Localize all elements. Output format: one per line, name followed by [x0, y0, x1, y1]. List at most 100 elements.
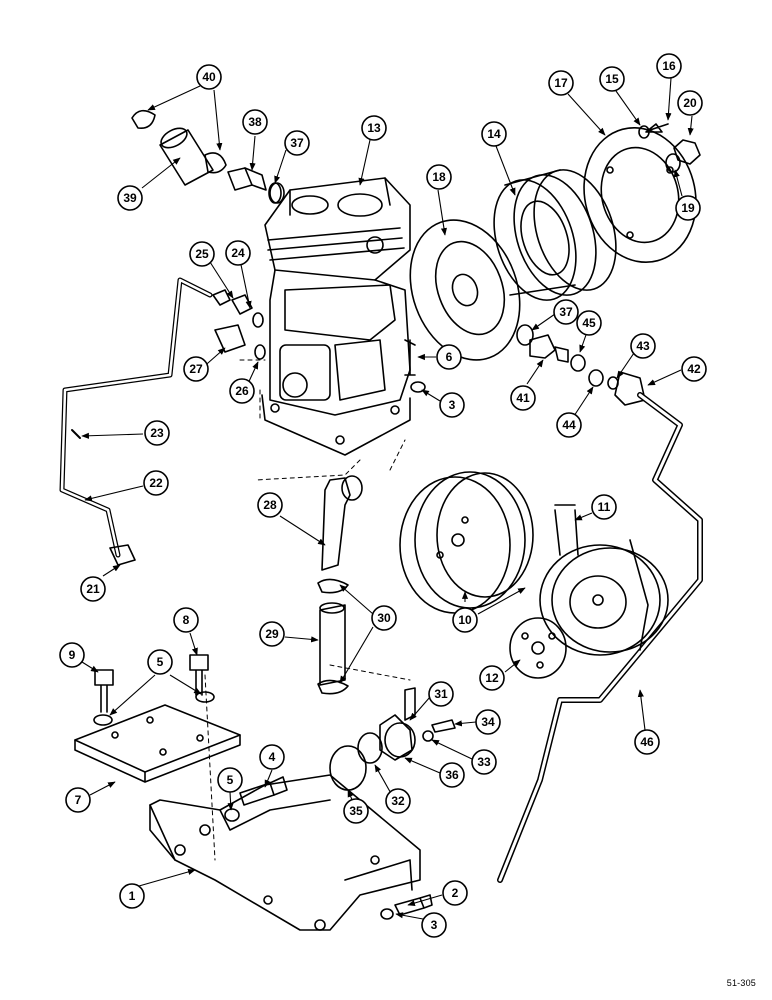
- callout-18: 18: [426, 164, 452, 190]
- svg-text:2: 2: [452, 886, 459, 900]
- svg-text:20: 20: [683, 96, 697, 110]
- callout-44: 44: [556, 412, 582, 438]
- callout-46: 46: [634, 729, 660, 755]
- svg-text:24: 24: [231, 246, 245, 260]
- svg-text:7: 7: [75, 793, 82, 807]
- callout-6: 6: [436, 344, 462, 370]
- callout-7: 7: [65, 787, 91, 813]
- callout-9: 9: [59, 642, 85, 668]
- callout-21: 21: [80, 576, 106, 602]
- callout-8: 8: [173, 607, 199, 633]
- svg-text:3: 3: [449, 398, 456, 412]
- plate-7: [74, 704, 241, 783]
- callout-24: 24: [225, 240, 251, 266]
- svg-text:26: 26: [235, 384, 249, 398]
- callout-41: 41: [510, 385, 536, 411]
- svg-text:5: 5: [157, 655, 164, 669]
- svg-text:45: 45: [582, 316, 596, 330]
- svg-text:23: 23: [150, 426, 164, 440]
- svg-text:12: 12: [485, 671, 499, 685]
- callout-31: 31: [428, 681, 454, 707]
- svg-text:8: 8: [183, 613, 190, 627]
- callouts: 1 2 3 3 4 5 5 6 7 8 9 10 11 12 13 14 15 …: [59, 53, 707, 938]
- callout-37: 37: [284, 130, 310, 156]
- callout-4: 4: [259, 744, 285, 770]
- svg-text:5: 5: [227, 773, 234, 787]
- callout-22: 22: [143, 470, 169, 496]
- svg-text:38: 38: [248, 115, 262, 129]
- svg-text:34: 34: [481, 715, 495, 729]
- callout-40: 40: [196, 64, 222, 90]
- svg-text:17: 17: [554, 76, 568, 90]
- svg-text:29: 29: [265, 627, 279, 641]
- callout-39: 39: [117, 185, 143, 211]
- callout-30: 30: [371, 605, 397, 631]
- callout-20: 20: [677, 90, 703, 116]
- callout-16: 16: [656, 53, 682, 79]
- svg-text:37: 37: [290, 136, 304, 150]
- bolt-16: [645, 123, 669, 133]
- nut-20: [673, 139, 701, 165]
- callout-29: 29: [259, 621, 285, 647]
- callout-25: 25: [189, 241, 215, 267]
- svg-text:9: 9: [69, 648, 76, 662]
- svg-text:15: 15: [605, 72, 619, 86]
- callout-14: 14: [481, 121, 507, 147]
- callout-26: 26: [229, 378, 255, 404]
- svg-text:39: 39: [123, 191, 137, 205]
- plate-17: [583, 126, 697, 264]
- callout-43: 43: [630, 333, 656, 359]
- callout-34: 34: [475, 709, 501, 735]
- callout-32: 32: [385, 788, 411, 814]
- svg-text:25: 25: [195, 247, 209, 261]
- callout-33: 33: [471, 749, 497, 775]
- pulley-14: [493, 169, 617, 301]
- svg-text:46: 46: [640, 735, 654, 749]
- callout-13: 13: [361, 115, 387, 141]
- svg-text:44: 44: [562, 418, 576, 432]
- svg-text:14: 14: [487, 127, 501, 141]
- callout-2: 2: [442, 880, 468, 906]
- svg-text:1: 1: [129, 889, 136, 903]
- svg-text:21: 21: [86, 582, 100, 596]
- svg-text:32: 32: [391, 794, 405, 808]
- callout-17: 17: [548, 70, 574, 96]
- svg-text:11: 11: [598, 500, 611, 514]
- svg-text:3: 3: [431, 918, 438, 932]
- svg-text:28: 28: [263, 498, 277, 512]
- callout-1: 1: [119, 883, 145, 909]
- pulley-10-lower: [539, 544, 669, 656]
- callout-10: 10: [452, 607, 478, 633]
- clamp-40: [131, 109, 227, 174]
- callout-45: 45: [576, 310, 602, 336]
- svg-text:6: 6: [446, 350, 453, 364]
- svg-text:37: 37: [559, 305, 573, 319]
- callout-36: 36: [439, 762, 465, 788]
- svg-text:30: 30: [377, 611, 391, 625]
- compressor-body: [261, 177, 411, 456]
- svg-text:36: 36: [445, 768, 459, 782]
- callout-42: 42: [681, 356, 707, 382]
- svg-text:33: 33: [477, 755, 491, 769]
- pulley-18: [409, 219, 521, 361]
- svg-text:13: 13: [367, 121, 381, 135]
- callout-23: 23: [144, 420, 170, 446]
- callout-37-right: 37: [553, 299, 579, 325]
- callout-5: 5: [147, 649, 173, 675]
- callout-19: 19: [675, 195, 701, 221]
- pulley-10: [399, 471, 534, 614]
- callout-38: 38: [242, 109, 268, 135]
- bracket-1: [149, 774, 421, 931]
- callout-5-lower: 5: [217, 767, 243, 793]
- svg-text:19: 19: [681, 201, 695, 215]
- svg-text:40: 40: [202, 70, 216, 84]
- svg-text:16: 16: [662, 59, 676, 73]
- plate-12: [509, 617, 567, 679]
- callout-35: 35: [343, 798, 369, 824]
- svg-text:18: 18: [432, 170, 446, 184]
- callout-27: 27: [183, 356, 209, 382]
- svg-text:4: 4: [269, 750, 276, 764]
- svg-text:42: 42: [687, 362, 701, 376]
- svg-text:10: 10: [458, 613, 472, 627]
